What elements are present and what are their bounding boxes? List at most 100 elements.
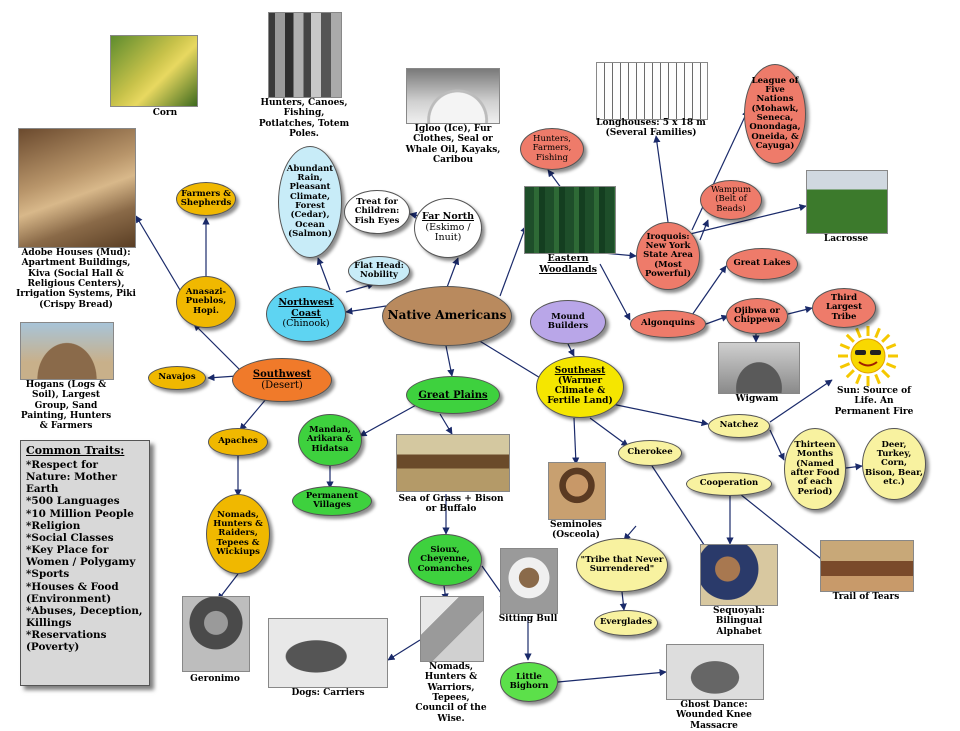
trait-item: *10 Million People bbox=[26, 507, 134, 520]
node-great-lakes: Great Lakes bbox=[726, 248, 798, 280]
lacrosse-photo bbox=[806, 170, 888, 234]
trait-item: *Religion bbox=[26, 519, 81, 532]
node-navajos: Navajos bbox=[148, 366, 206, 390]
connector-arrow bbox=[345, 305, 387, 315]
connector-arrow bbox=[387, 639, 421, 661]
tribe-never-label: "Tribe that Never Surrendered" bbox=[580, 554, 664, 574]
connector-arrow bbox=[691, 109, 749, 231]
iroquois-label: Iroquois: New York State Area (Most Powe… bbox=[643, 231, 693, 280]
sitting-bull-photo bbox=[500, 548, 558, 614]
node-wampum: Wampum (Belt of Beads) bbox=[700, 180, 762, 220]
connector-arrow bbox=[316, 257, 331, 291]
node-mandan: Mandan, Arikara & Hidatsa bbox=[298, 414, 362, 466]
node-treat-for-children: Treat for Children: Fish Eyes bbox=[344, 190, 410, 234]
caption-adobe: Adobe Houses (Mud): Apartment Buildings,… bbox=[16, 248, 136, 310]
connector-arrow bbox=[193, 323, 241, 371]
thirteen-months-label: Thirteen Months (Named after Food of eac… bbox=[790, 439, 840, 497]
caption-seminoles: Seminoles (Osceola) bbox=[550, 520, 602, 541]
caption-sequoyah: Sequoyah: Bilingual Alphabet bbox=[713, 606, 765, 637]
longhouse-drawing bbox=[596, 62, 708, 120]
northwest-title: Northwest Coast bbox=[278, 297, 334, 319]
connector-arrow bbox=[599, 263, 631, 321]
node-cooperation: Cooperation bbox=[686, 472, 772, 496]
node-farmers-shepherds: Farmers & Shepherds bbox=[176, 182, 236, 216]
apaches-label: Apaches bbox=[218, 436, 258, 447]
connector-arrow bbox=[439, 413, 453, 435]
trait-item: *Reservations (Poverty) bbox=[26, 629, 107, 654]
connector-arrow bbox=[769, 379, 833, 423]
connector-arrow bbox=[769, 429, 785, 461]
connector-arrow bbox=[567, 343, 575, 357]
cooperation-label: Cooperation bbox=[699, 478, 759, 489]
third-largest-label: Third Largest Tribe bbox=[825, 292, 863, 322]
igloo-photo bbox=[406, 68, 500, 124]
caption-ghost-dance: Ghost Dance: Wounded Knee Massacre bbox=[676, 700, 752, 731]
sequoyah-portrait bbox=[700, 544, 778, 606]
connector-arrow bbox=[445, 345, 455, 377]
trait-item: *Abuses, Deception, Killings bbox=[26, 604, 143, 630]
southwest-sub: (Desert) bbox=[261, 380, 303, 391]
node-apaches: Apaches bbox=[208, 428, 268, 456]
caption-dogs: Dogs: Carriers bbox=[291, 688, 365, 698]
southeast-sub: (Warmer Climate & Fertile Land) bbox=[547, 376, 613, 406]
connector-arrow bbox=[689, 265, 727, 319]
trait-item: *Respect for Nature: Mother Earth bbox=[26, 458, 117, 496]
connector-arrow bbox=[359, 403, 419, 437]
seminole-portrait bbox=[548, 462, 606, 520]
connector-arrow bbox=[653, 135, 669, 223]
node-flat-head: Flat Head: Nobility bbox=[348, 256, 410, 286]
node-northwest-coast: Northwest Coast(Chinook) bbox=[266, 286, 346, 342]
node-everglades: Everglades bbox=[594, 610, 658, 636]
abundant-rain-label: Abundant Rain, Pleasant Climate, Forest … bbox=[286, 163, 334, 240]
node-abundant-rain: Abundant Rain, Pleasant Climate, Forest … bbox=[278, 146, 342, 258]
caption-sea-of-grass: Sea of Grass + Bison or Buffalo bbox=[398, 494, 504, 515]
everglades-label: Everglades bbox=[599, 617, 653, 628]
connector-arrow bbox=[611, 403, 709, 427]
nomads-apache-label: Nomads, Hunters & Raiders, Tepees & Wick… bbox=[213, 509, 263, 558]
wampum-label: Wampum (Belt of Beads) bbox=[710, 184, 752, 214]
node-sioux: Sioux, Cheyenne, Comanches bbox=[408, 534, 482, 586]
caption-longhouses: Longhouses: 5 x 18 m (Several Families) bbox=[596, 118, 706, 139]
tepee-photo bbox=[420, 596, 484, 662]
caption-hunters-canoes: Hunters, Canoes, Fishing, Potlatches, To… bbox=[258, 98, 350, 140]
caption-wigwam: Wigwam bbox=[735, 394, 779, 404]
cliff-dwelling-photo bbox=[18, 128, 136, 248]
flat-head-label: Flat Head: Nobility bbox=[354, 260, 404, 280]
trail-of-tears-painting bbox=[820, 540, 914, 592]
far-north-sub: (Eskimo / Inuit) bbox=[425, 221, 471, 244]
connector-arrow bbox=[499, 225, 528, 297]
common-traits-title: Common Traits: bbox=[26, 444, 125, 457]
node-great-plains: Great Plains bbox=[406, 376, 500, 414]
great-lakes-label: Great Lakes bbox=[733, 258, 791, 269]
connector-arrow bbox=[699, 219, 709, 241]
node-tribe-never-surrendered: "Tribe that Never Surrendered" bbox=[576, 538, 668, 592]
deer-label: Deer, Turkey, Corn, Bison, Bear, etc.) bbox=[865, 439, 923, 488]
mound-builders-label: Mound Builders bbox=[547, 311, 589, 331]
caption-igloo: Igloo (Ice), Fur Clothes, Seal or Whale … bbox=[405, 124, 501, 166]
node-cherokee: Cherokee bbox=[618, 440, 682, 466]
node-southwest: Southwest(Desert) bbox=[232, 358, 332, 402]
node-iroquois: Iroquois: New York State Area (Most Powe… bbox=[636, 222, 700, 290]
hogan-photo bbox=[20, 322, 114, 380]
connector-arrow bbox=[217, 573, 239, 601]
algonquins-label: Algonquins bbox=[641, 318, 695, 329]
node-permanent-villages: Permanent Villages bbox=[292, 486, 372, 516]
node-mound-builders: Mound Builders bbox=[530, 300, 606, 344]
node-far-north: Far North(Eskimo / Inuit) bbox=[414, 198, 482, 258]
natchez-label: Natchez bbox=[719, 420, 759, 431]
hunters-farmers-label: Hunters, Farmers, Fishing bbox=[532, 133, 572, 163]
node-third-largest: Third Largest Tribe bbox=[812, 288, 876, 328]
connector-arrow bbox=[572, 417, 580, 465]
little-bighorn-label: Little Bighorn bbox=[509, 671, 549, 691]
caption-lacrosse: Lacrosse bbox=[823, 234, 869, 244]
connector-arrow bbox=[739, 493, 831, 567]
node-algonquins: Algonquins bbox=[630, 310, 706, 338]
connector-arrow bbox=[845, 463, 863, 471]
geronimo-photo bbox=[182, 596, 250, 672]
node-league-five-nations: League of Five Nations (Mohawk, Seneca, … bbox=[744, 64, 806, 164]
common-traits-box: Common Traits: *Respect for Nature: Moth… bbox=[20, 440, 150, 686]
corn-photo bbox=[110, 35, 198, 107]
connector-arrow bbox=[623, 525, 637, 541]
league-label: League of Five Nations (Mohawk, Seneca, … bbox=[749, 75, 801, 152]
treat-label: Treat for Children: Fish Eyes bbox=[354, 196, 400, 226]
